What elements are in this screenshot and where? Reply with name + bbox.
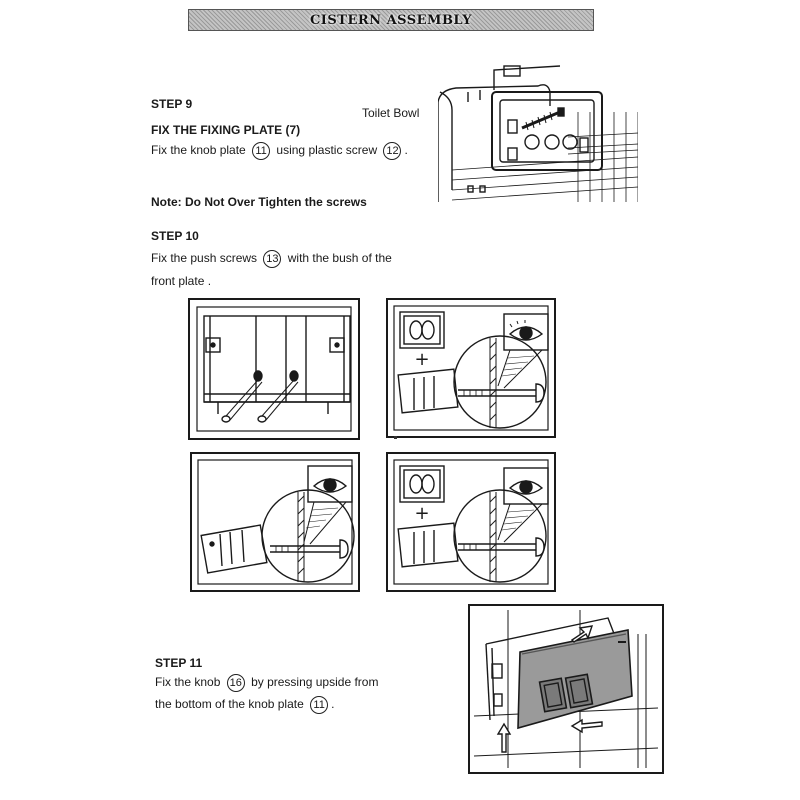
part-number-badge: 11 xyxy=(252,142,271,160)
toilet-bowl-label: Toilet Bowl xyxy=(362,106,420,120)
inspection-figure-bottom-right: + xyxy=(386,452,556,592)
step11-title: STEP 11 xyxy=(155,656,203,670)
step9-text-c: . xyxy=(404,143,408,158)
knob-pressing-figure xyxy=(468,604,664,774)
step11-text-c: the bottom of the knob plate xyxy=(155,697,304,712)
part-number-badge: 16 xyxy=(226,674,245,692)
step9-instruction: Fix the knob plate 11 using plastic scre… xyxy=(151,142,408,160)
section-banner: CISTERN ASSEMBLY xyxy=(188,9,594,31)
step10-line2: front plate . xyxy=(151,274,212,288)
part-number-badge: 12 xyxy=(383,142,402,160)
step11-text-d: . xyxy=(331,697,335,712)
section-title: CISTERN ASSEMBLY xyxy=(309,12,473,28)
fixing-plate-figure xyxy=(438,62,638,212)
push-screws-figure xyxy=(188,298,360,440)
inspection-figure-bottom-left xyxy=(190,452,360,592)
step11-text-a: Fix the knob xyxy=(155,675,221,690)
inspection-figure-top-right: + xyxy=(386,298,556,438)
step9-subtitle: FIX THE FIXING PLATE (7) xyxy=(151,123,301,137)
step9-note: Note: Do Not Over Tighten the screws xyxy=(151,195,367,209)
step11-text-b: by pressing upside from xyxy=(251,675,379,690)
part-number-badge: 13 xyxy=(263,250,282,268)
step10-line1: Fix the push screws 13 with the bush of … xyxy=(151,250,392,268)
step9-title: STEP 9 xyxy=(151,97,193,111)
step10-text-a: Fix the push screws xyxy=(151,251,258,266)
step10-text-b: with the bush of the xyxy=(287,251,392,266)
scan-speck xyxy=(394,436,397,439)
step11-line1: Fix the knob 16 by pressing upside from xyxy=(155,674,378,692)
step9-text-a: Fix the knob plate xyxy=(151,143,246,158)
svg-text:+: + xyxy=(414,503,429,524)
step9-text-b: using plastic screw xyxy=(276,143,378,158)
step11-line2: the bottom of the knob plate 11. xyxy=(155,696,334,714)
part-number-badge: 11 xyxy=(310,696,329,714)
svg-text:+: + xyxy=(414,349,429,370)
step10-title: STEP 10 xyxy=(151,229,199,243)
